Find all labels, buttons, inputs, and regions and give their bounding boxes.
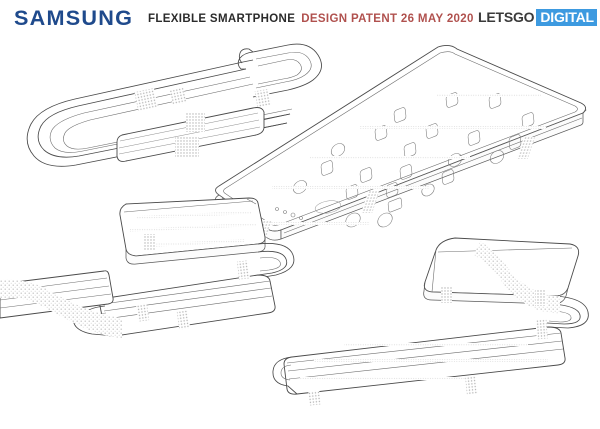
logo-digital-badge: DIGITAL bbox=[536, 9, 597, 26]
figure-partially-folded-device-perspective-view bbox=[272, 237, 589, 406]
hinge-band bbox=[516, 137, 535, 159]
hinge-band bbox=[175, 137, 199, 158]
hinge-band bbox=[134, 88, 158, 111]
hinge-band bbox=[535, 290, 546, 306]
flex-shading-region bbox=[0, 279, 122, 338]
letsgodigital-logo: LETSGO DIGITAL bbox=[478, 9, 597, 26]
page-title: FLEXIBLE SMARTPHONE bbox=[148, 13, 296, 25]
hinge-band bbox=[144, 234, 155, 250]
dock-icons bbox=[345, 212, 393, 228]
hinge-band bbox=[441, 286, 452, 303]
hinge-band bbox=[169, 87, 187, 106]
hinge-band bbox=[236, 260, 251, 280]
hinge-band bbox=[135, 303, 150, 322]
hinge-band bbox=[535, 319, 548, 340]
page-indicator-dots bbox=[275, 207, 303, 220]
samsung-brand-logo: SAMSUNG bbox=[14, 7, 134, 30]
figure-rolled-device-side-view bbox=[26, 43, 322, 167]
header-bar: SAMSUNG FLEXIBLE SMARTPHONE DESIGN PATENT… bbox=[0, 0, 600, 34]
logo-letsgo-text: LETSGO bbox=[478, 9, 535, 25]
figure-folded-device-perspective-view bbox=[0, 197, 295, 338]
header-title: FLEXIBLE SMARTPHONE DESIGN PATENT 26 MAY … bbox=[148, 11, 474, 26]
ui-stripes bbox=[255, 94, 546, 225]
hinge-band bbox=[254, 88, 272, 108]
patent-drawings bbox=[0, 32, 600, 429]
hinge-band bbox=[465, 375, 478, 395]
drawing-canvas bbox=[0, 43, 589, 406]
hinge-band bbox=[186, 112, 205, 132]
search-widget-icon bbox=[314, 200, 342, 214]
hinge-band bbox=[176, 310, 191, 330]
patent-date-label: DESIGN PATENT 26 MAY 2020 bbox=[301, 13, 474, 25]
hinge-band bbox=[308, 390, 321, 406]
hinge-band bbox=[361, 191, 380, 213]
figure-unfolded-device-front-view bbox=[212, 44, 587, 241]
